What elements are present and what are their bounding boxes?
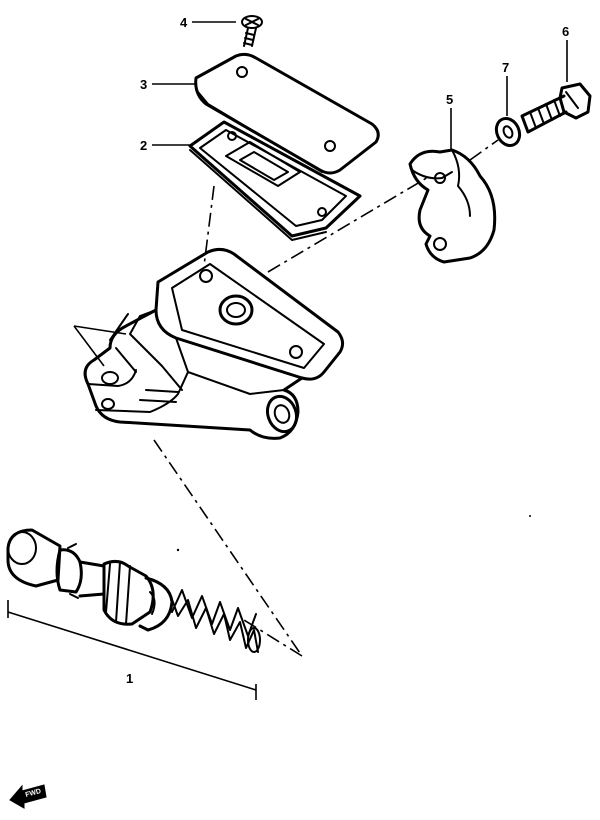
front-indicator: FWD [9,784,47,809]
front-arrow-icon [9,784,47,809]
callout-6: 6 [562,24,569,82]
part-7-washer [494,116,522,148]
callout-label-2: 2 [140,138,147,153]
callout-label-5: 5 [446,92,453,107]
front-indicator-label: FWD [25,788,42,799]
guide-left-bottom [73,325,105,367]
callout-4: 4 [180,15,236,30]
callout-label-1: 1 [126,671,133,686]
callout-label-3: 3 [140,77,147,92]
guide-left-top [73,325,127,335]
callout-label-6: 6 [562,24,569,39]
callout-label-7: 7 [502,60,509,75]
callout-3: 3 [140,77,196,92]
part-6-bolt [520,82,592,134]
guide-bore-return [243,619,303,657]
scan-specks [176,515,531,552]
guide-bore-axis [153,439,303,657]
callout-label-4: 4 [180,15,188,30]
callout-5: 5 [446,92,453,150]
callout-7: 7 [502,60,509,116]
bracket-line-1 [7,611,257,691]
master-cylinder-body [83,247,345,440]
part-5-clamp [408,148,497,264]
guide-clamp-to-washer [469,139,499,161]
part-4-screw [241,15,263,47]
guide-body-to-clamp [267,175,431,273]
part-3-reservoir-cap [194,52,380,175]
callout-1: 1 [7,600,257,700]
construction-lines [73,139,499,657]
part-2-diaphragm [188,120,362,241]
callout-2: 2 [140,138,190,153]
part-1-piston-assembly [6,528,261,653]
guide-cap-to-body [203,185,215,267]
